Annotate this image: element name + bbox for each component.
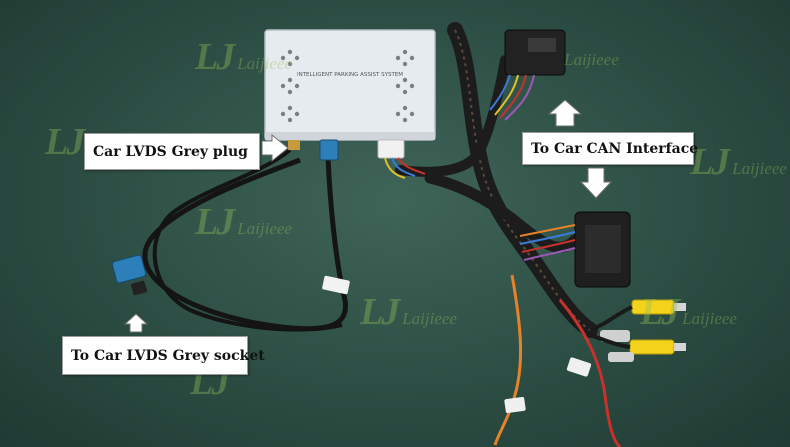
arrow-up-small-icon [123,313,149,333]
box-output-connector [377,139,405,159]
lvds-plug-gold [288,140,300,150]
can-bottom-leads [519,224,576,261]
harness-branch-2 [424,172,581,253]
control-box [264,29,436,141]
lvds-plug-label: Car LVDS Grey plug [84,133,260,170]
lvds-socket-label: To Car LVDS Grey socket [62,336,265,375]
orange-wire [493,274,523,446]
colored-leads [384,157,426,179]
red-wire [558,299,622,447]
can-connector-top [504,29,566,76]
harness-branch [395,55,510,177]
can-interface-label: To Car CAN Interface [522,132,698,165]
cable-tag [322,275,350,295]
control-box-edge [265,132,435,140]
arrow-down-icon [579,167,613,199]
arrow-right-icon [261,133,289,163]
wire-tag-2 [504,396,526,414]
control-box-title: INTELLIGENT PARKING ASSIST SYSTEM [297,72,403,78]
lvds-cable [142,157,349,332]
lvds-socket-collar [131,280,147,296]
vent-holes [280,49,415,123]
arrow-up-icon [547,99,583,127]
can-connector-bottom-face [585,225,621,273]
lvds-plug-box [319,139,339,161]
rca-leads [589,305,633,349]
lvds-cable-2 [152,148,343,332]
can-connector-top-latch [528,38,556,52]
rca-connectors [600,299,686,362]
can-top-leads [489,74,535,121]
lvds-socket-connector [111,254,147,284]
wire-tag-1 [566,357,592,377]
